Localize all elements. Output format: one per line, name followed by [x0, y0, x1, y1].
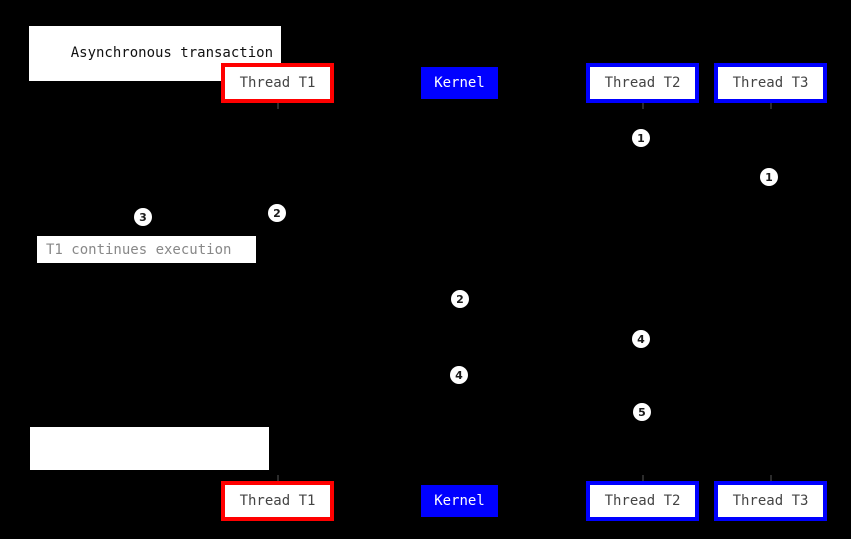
note-box: T1 continues execution	[36, 235, 257, 264]
step-badge-2: 2	[451, 290, 469, 308]
lifeline-stub	[770, 103, 772, 109]
blank-note-box	[30, 427, 269, 470]
lifeline-header-thread-t3-label: Thread T3	[732, 75, 809, 91]
lifeline-header-thread-t3[interactable]: Thread T3	[714, 63, 827, 103]
step-badge-4: 4	[632, 330, 650, 348]
diagram-title-text: Asynchronous transaction	[70, 45, 274, 61]
lifeline-header-thread-t2[interactable]: Thread T2	[586, 63, 699, 103]
lifeline-stub	[642, 475, 644, 481]
lifeline-stub	[642, 103, 644, 109]
lifeline-header-kernel[interactable]: Kernel	[421, 67, 498, 99]
step-badge-2: 2	[268, 204, 286, 222]
lifeline-stub	[770, 475, 772, 481]
diagram-title-box: Asynchronous transaction	[28, 25, 283, 82]
lifeline-footer-kernel-label: Kernel	[434, 493, 485, 509]
lifeline-footer-thread-t1-label: Thread T1	[239, 493, 316, 509]
lifeline-footer-thread-t3[interactable]: Thread T3	[714, 481, 827, 521]
step-badge-3: 3	[134, 208, 152, 226]
lifeline-stub	[277, 103, 279, 109]
step-badge-1: 1	[632, 129, 650, 147]
step-badge-1: 1	[760, 168, 778, 186]
note-text: T1 continues execution	[46, 242, 232, 258]
lifeline-header-thread-t1-label: Thread T1	[239, 75, 316, 91]
step-badge-4: 4	[450, 366, 468, 384]
lifeline-footer-thread-t3-label: Thread T3	[732, 493, 809, 509]
lifeline-footer-thread-t2[interactable]: Thread T2	[586, 481, 699, 521]
lifeline-footer-thread-t1[interactable]: Thread T1	[221, 481, 334, 521]
step-badge-5: 5	[633, 403, 651, 421]
lifeline-header-thread-t1[interactable]: Thread T1	[221, 63, 334, 103]
lifeline-footer-kernel[interactable]: Kernel	[421, 485, 498, 517]
lifeline-header-kernel-label: Kernel	[434, 75, 485, 91]
lifeline-stub	[277, 475, 279, 481]
lifeline-footer-thread-t2-label: Thread T2	[604, 493, 681, 509]
lifeline-header-thread-t2-label: Thread T2	[604, 75, 681, 91]
